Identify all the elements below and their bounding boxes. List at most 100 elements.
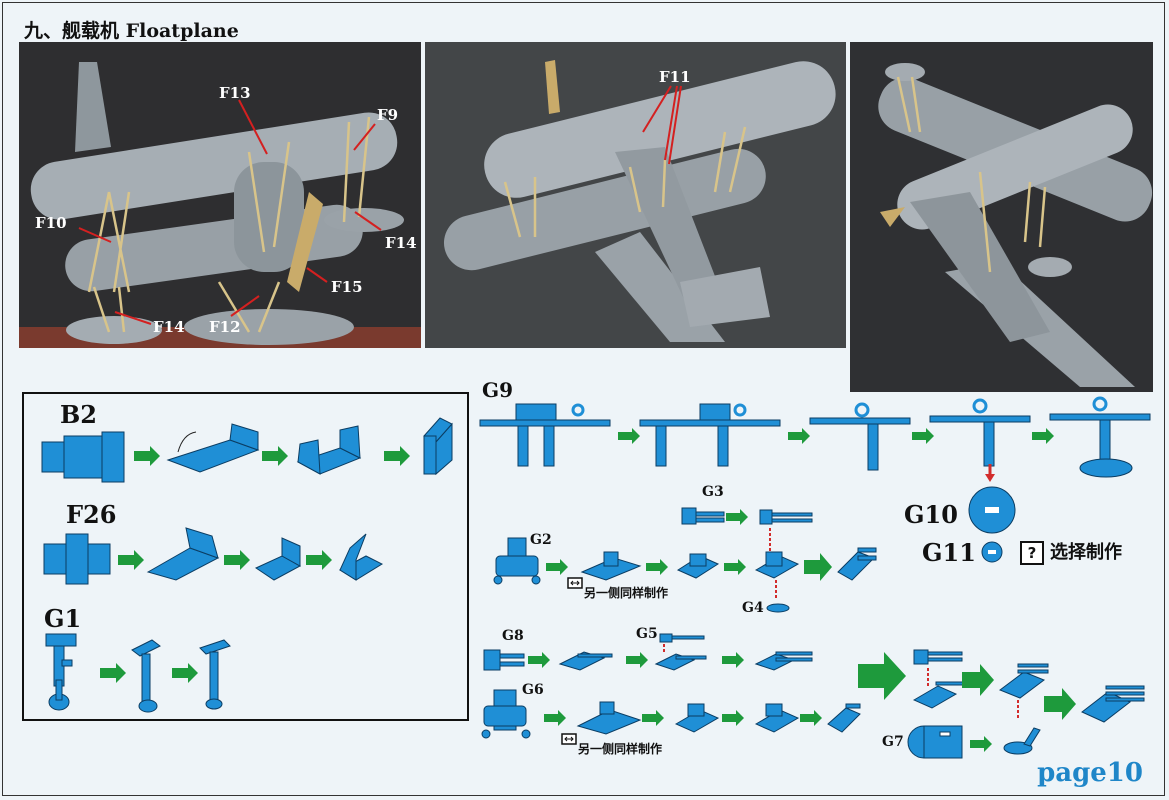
f26-part-fold-2: [254, 537, 302, 581]
g2-arrow-3: [724, 559, 746, 575]
g2-big-arrow: [804, 553, 832, 581]
legend-optional: ? 选择制作: [1020, 538, 1122, 565]
b2-part-final: [423, 417, 453, 476]
g6-arrow-2: [642, 710, 664, 726]
g9-part-flat: [479, 403, 611, 467]
photo-floatplane-top: F11: [425, 42, 846, 348]
g6-part-flat: [481, 689, 531, 739]
g2-arrow-2: [646, 559, 668, 575]
g6-part-final: [827, 703, 861, 733]
g6-arrow-4: [800, 710, 822, 726]
g2-part-fold: [580, 551, 642, 581]
g8-arrow-3: [722, 652, 744, 668]
g2-arrow-1: [546, 559, 568, 575]
b2-arrow-3: [384, 446, 410, 466]
label-g3: G3: [702, 484, 724, 500]
note-other-side-g2: 另一侧同样制作: [584, 586, 669, 600]
callout-f14-right: F14: [385, 234, 417, 252]
f26-part-final: [339, 533, 384, 581]
g11-disc: [981, 541, 1003, 563]
g7-part-flat: [907, 725, 963, 759]
g7-arrow: [970, 736, 992, 752]
g3-part-folded: [759, 509, 813, 525]
g8-part-flat: [483, 649, 525, 671]
g8-arrow-2: [626, 652, 648, 668]
combine-arrow-3: [1044, 688, 1076, 720]
label-g1: G1: [44, 604, 82, 633]
g6-mirror-icon: [561, 733, 577, 745]
g8-part-final: [754, 651, 813, 671]
g9-part-step-2: [639, 403, 781, 467]
photo-floatplane-front: F13 F9 F10 F14 F15 F14 F12: [19, 42, 421, 348]
g2-part-step-3: [676, 553, 720, 579]
g1-part-fold: [131, 639, 161, 713]
g2-part-final: [837, 547, 877, 581]
legend-text: 选择制作: [1050, 542, 1122, 563]
label-g11: G11: [922, 538, 976, 567]
b2-part-fold-2: [296, 425, 362, 475]
g6-part-step-3: [674, 703, 720, 733]
combine-big-arrow: [858, 652, 906, 700]
photo-floatplane-top-image: [425, 42, 846, 348]
callout-f14-left: F14: [153, 318, 185, 336]
combine-upper-mount: [913, 649, 963, 665]
label-g4: G4: [742, 600, 764, 616]
label-g9: G9: [482, 378, 513, 402]
g2-part-flat: [493, 537, 541, 585]
g9-arrow-3: [912, 428, 934, 444]
g2-mirror-icon: [567, 577, 583, 589]
g8-part-step-3: [654, 653, 707, 671]
f26-arrow-2: [224, 550, 250, 570]
page-number: page10: [1037, 758, 1143, 788]
g8-arrow-1: [528, 652, 550, 668]
photo-floatplane-side-image: [850, 42, 1153, 392]
label-g7: G7: [882, 734, 904, 750]
callout-f11: F11: [659, 68, 691, 86]
label-g5: G5: [636, 626, 658, 642]
g9-arrow-2: [788, 428, 810, 444]
label-g2: G2: [530, 532, 552, 548]
f26-part-fold-1: [146, 527, 220, 581]
label-g8: G8: [502, 628, 524, 644]
combine-arrow-2: [962, 664, 994, 696]
f26-arrow-3: [306, 550, 332, 570]
b2-part-fold-1: [166, 423, 260, 473]
f26-arrow-1: [118, 550, 144, 570]
label-g10: G10: [904, 500, 958, 529]
g6-arrow-3: [722, 710, 744, 726]
label-b2: B2: [60, 400, 97, 429]
label-g6: G6: [522, 682, 544, 698]
g9-red-arrow: [985, 464, 995, 482]
label-f26: F26: [66, 500, 117, 529]
g4-part: [766, 603, 790, 613]
callout-f15: F15: [331, 278, 363, 296]
combine-step-2: [998, 663, 1049, 699]
combine-final-gun: [1081, 685, 1145, 723]
callout-f13: F13: [219, 84, 251, 102]
g1-arrow-1: [100, 663, 126, 683]
g2-part-step-4: [754, 551, 800, 579]
g6-part-fold: [576, 701, 642, 735]
g7-part-folded: [1003, 727, 1041, 755]
g1-arrow-2: [172, 663, 198, 683]
legend-question-icon: ?: [1020, 541, 1044, 565]
g6-arrow-1: [544, 710, 566, 726]
g10-disc: [968, 486, 1016, 534]
g1-part-flat: [45, 633, 77, 711]
callout-f12: F12: [209, 318, 241, 336]
g9-arrow-4: [1032, 428, 1054, 444]
g9-arrow-1: [618, 428, 640, 444]
g9-part-final: [1049, 396, 1151, 478]
section-title: 九、舰载机 Floatplane: [24, 20, 239, 42]
g9-part-step-3: [809, 402, 911, 471]
callout-f9: F9: [377, 106, 399, 124]
b2-arrow-2: [262, 446, 288, 466]
g9-part-step-4: [929, 398, 1031, 467]
g6-part-step-4: [754, 703, 800, 733]
g8-part-fold: [558, 651, 613, 671]
callout-f10: F10: [35, 214, 67, 232]
combine-lower-mount: [912, 681, 967, 709]
g3-arrow: [726, 509, 748, 525]
